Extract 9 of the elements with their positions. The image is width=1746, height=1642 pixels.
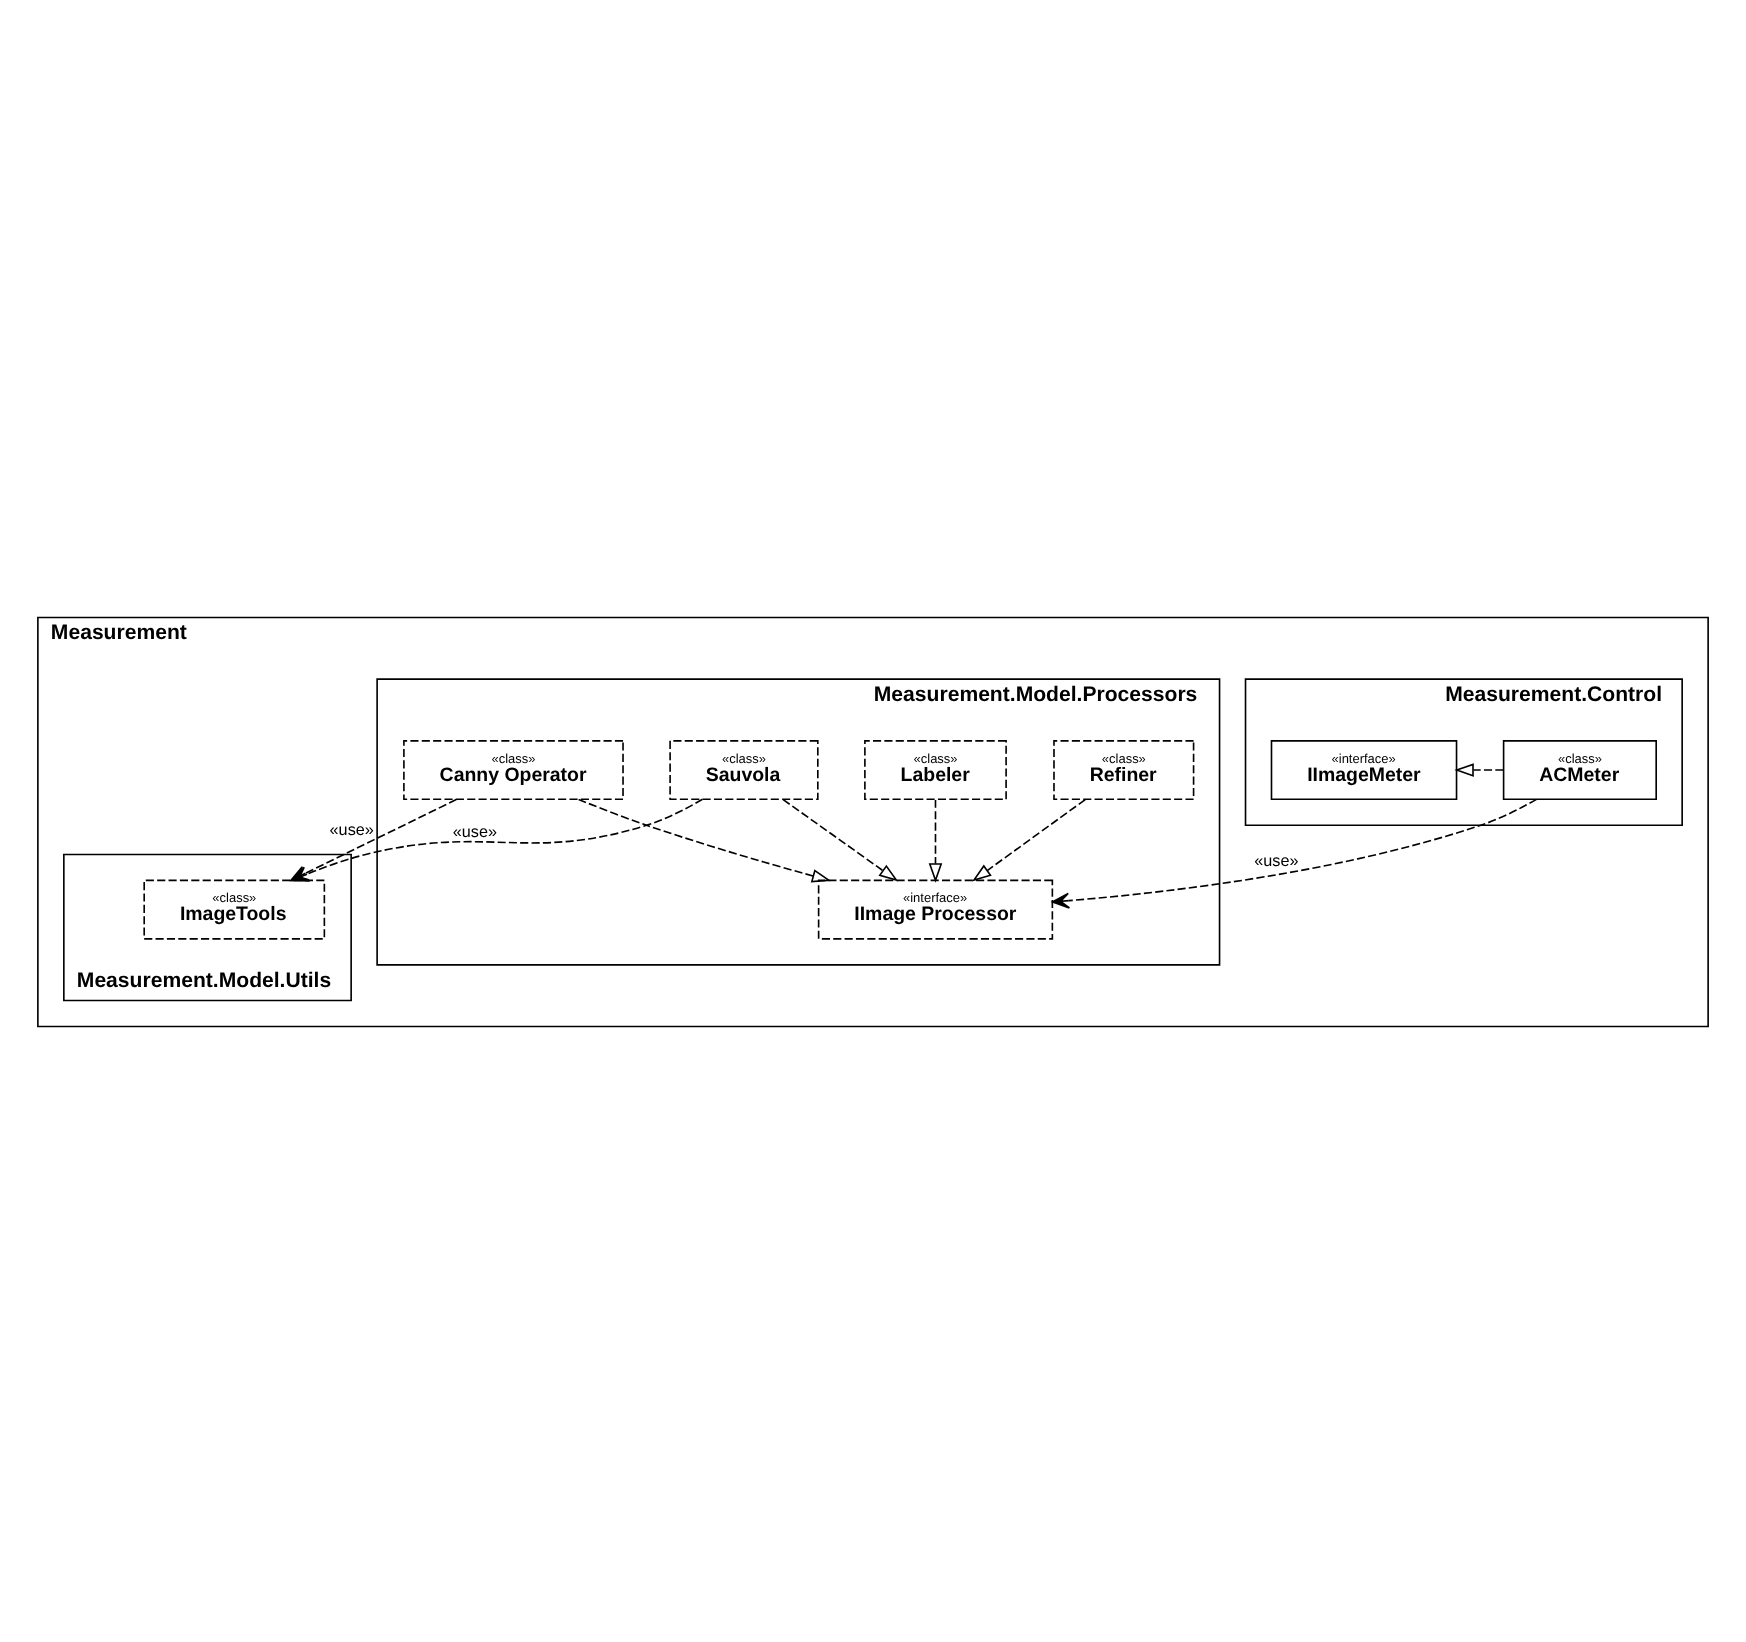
arrow	[1454, 762, 1505, 776]
edge-label: «use»	[452, 822, 497, 841]
arrow	[782, 797, 899, 881]
edge-label: «use»	[1254, 851, 1299, 870]
arrow	[1051, 797, 1538, 908]
arrow	[972, 797, 1087, 881]
edge-label: «use»	[329, 820, 374, 839]
arrow	[577, 797, 832, 882]
arrow	[928, 798, 943, 882]
